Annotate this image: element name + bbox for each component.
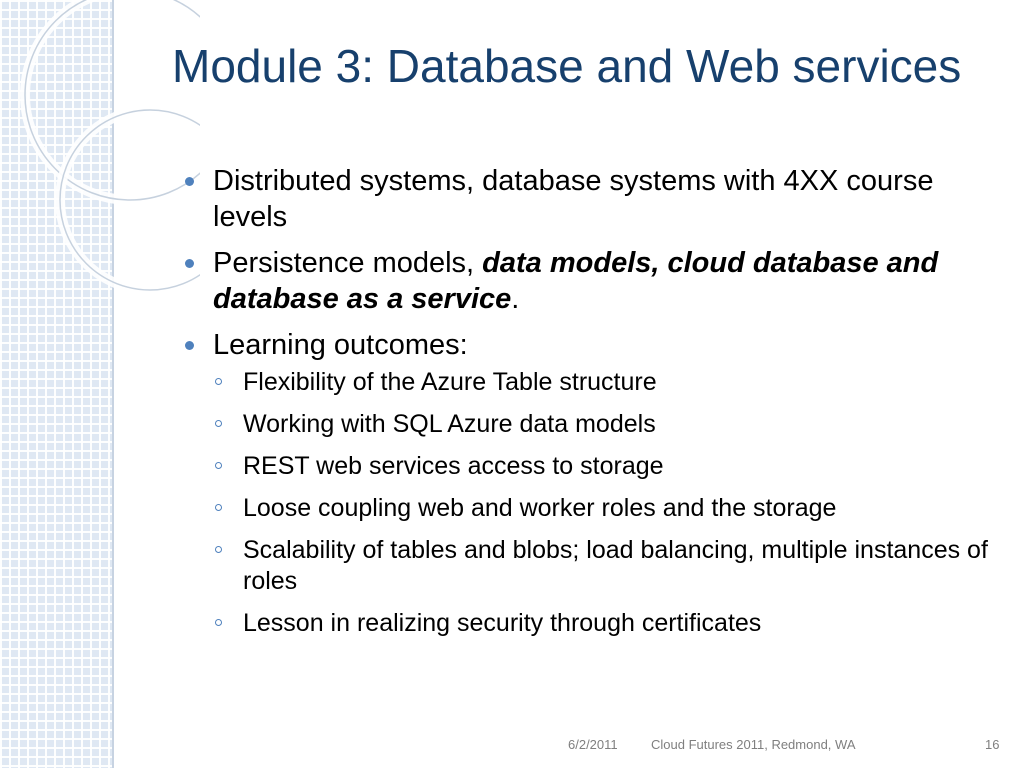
decorative-arcs	[20, 0, 200, 295]
ring-bullet-icon	[215, 462, 222, 469]
bullet-text: Persistence models,	[213, 247, 483, 279]
bullet-dot-icon	[185, 259, 194, 268]
bullet-dot-icon	[185, 341, 194, 350]
sub-bullet-item: Lesson in realizing security through cer…	[213, 608, 1003, 639]
bullet-dot-icon	[185, 177, 194, 186]
ring-bullet-icon	[215, 546, 222, 553]
footer-page-number: 16	[985, 737, 1000, 752]
bullet-emphasis-text: data models, cloud database and database…	[213, 247, 939, 315]
sub-bullet-item: Loose coupling web and worker roles and …	[213, 493, 1003, 524]
sub-bullet-text: REST web services access to storage	[243, 452, 664, 480]
bullet-item: Persistence models, data models, cloud d…	[183, 245, 1003, 317]
sub-bullet-item: Scalability of tables and blobs; load ba…	[213, 535, 1003, 597]
bullet-item: Distributed systems, database systems wi…	[183, 163, 1003, 235]
sub-bullet-item: Flexibility of the Azure Table structure	[213, 367, 1003, 398]
slide-title: Module 3: Database and Web services	[172, 40, 962, 92]
footer-date: 6/2/2011	[568, 737, 618, 752]
sub-bullet-item: REST web services access to storage	[213, 451, 1003, 482]
bullet-tail-text: .	[511, 283, 520, 315]
bullet-list: Distributed systems, database systems wi…	[183, 163, 1003, 650]
sub-bullet-item: Working with SQL Azure data models	[213, 409, 1003, 440]
sub-bullet-text: Scalability of tables and blobs; load ba…	[243, 536, 988, 595]
bullet-text: Distributed systems, database systems wi…	[213, 165, 934, 233]
sub-bullet-text: Working with SQL Azure data models	[243, 410, 656, 438]
sub-bullet-text: Loose coupling web and worker roles and …	[243, 494, 837, 522]
sub-bullet-list: Flexibility of the Azure Table structure…	[213, 367, 1003, 639]
sub-bullet-text: Flexibility of the Azure Table structure	[243, 368, 657, 396]
ring-bullet-icon	[215, 378, 222, 385]
bullet-text: Learning outcomes:	[213, 329, 468, 361]
ring-bullet-icon	[215, 504, 222, 511]
ring-bullet-icon	[215, 619, 222, 626]
ring-bullet-icon	[215, 420, 222, 427]
sub-bullet-text: Lesson in realizing security through cer…	[243, 609, 762, 637]
bullet-item: Learning outcomes: Flexibility of the Az…	[183, 327, 1003, 639]
side-decoration-edge	[112, 0, 114, 768]
footer-event: Cloud Futures 2011, Redmond, WA	[651, 737, 856, 752]
